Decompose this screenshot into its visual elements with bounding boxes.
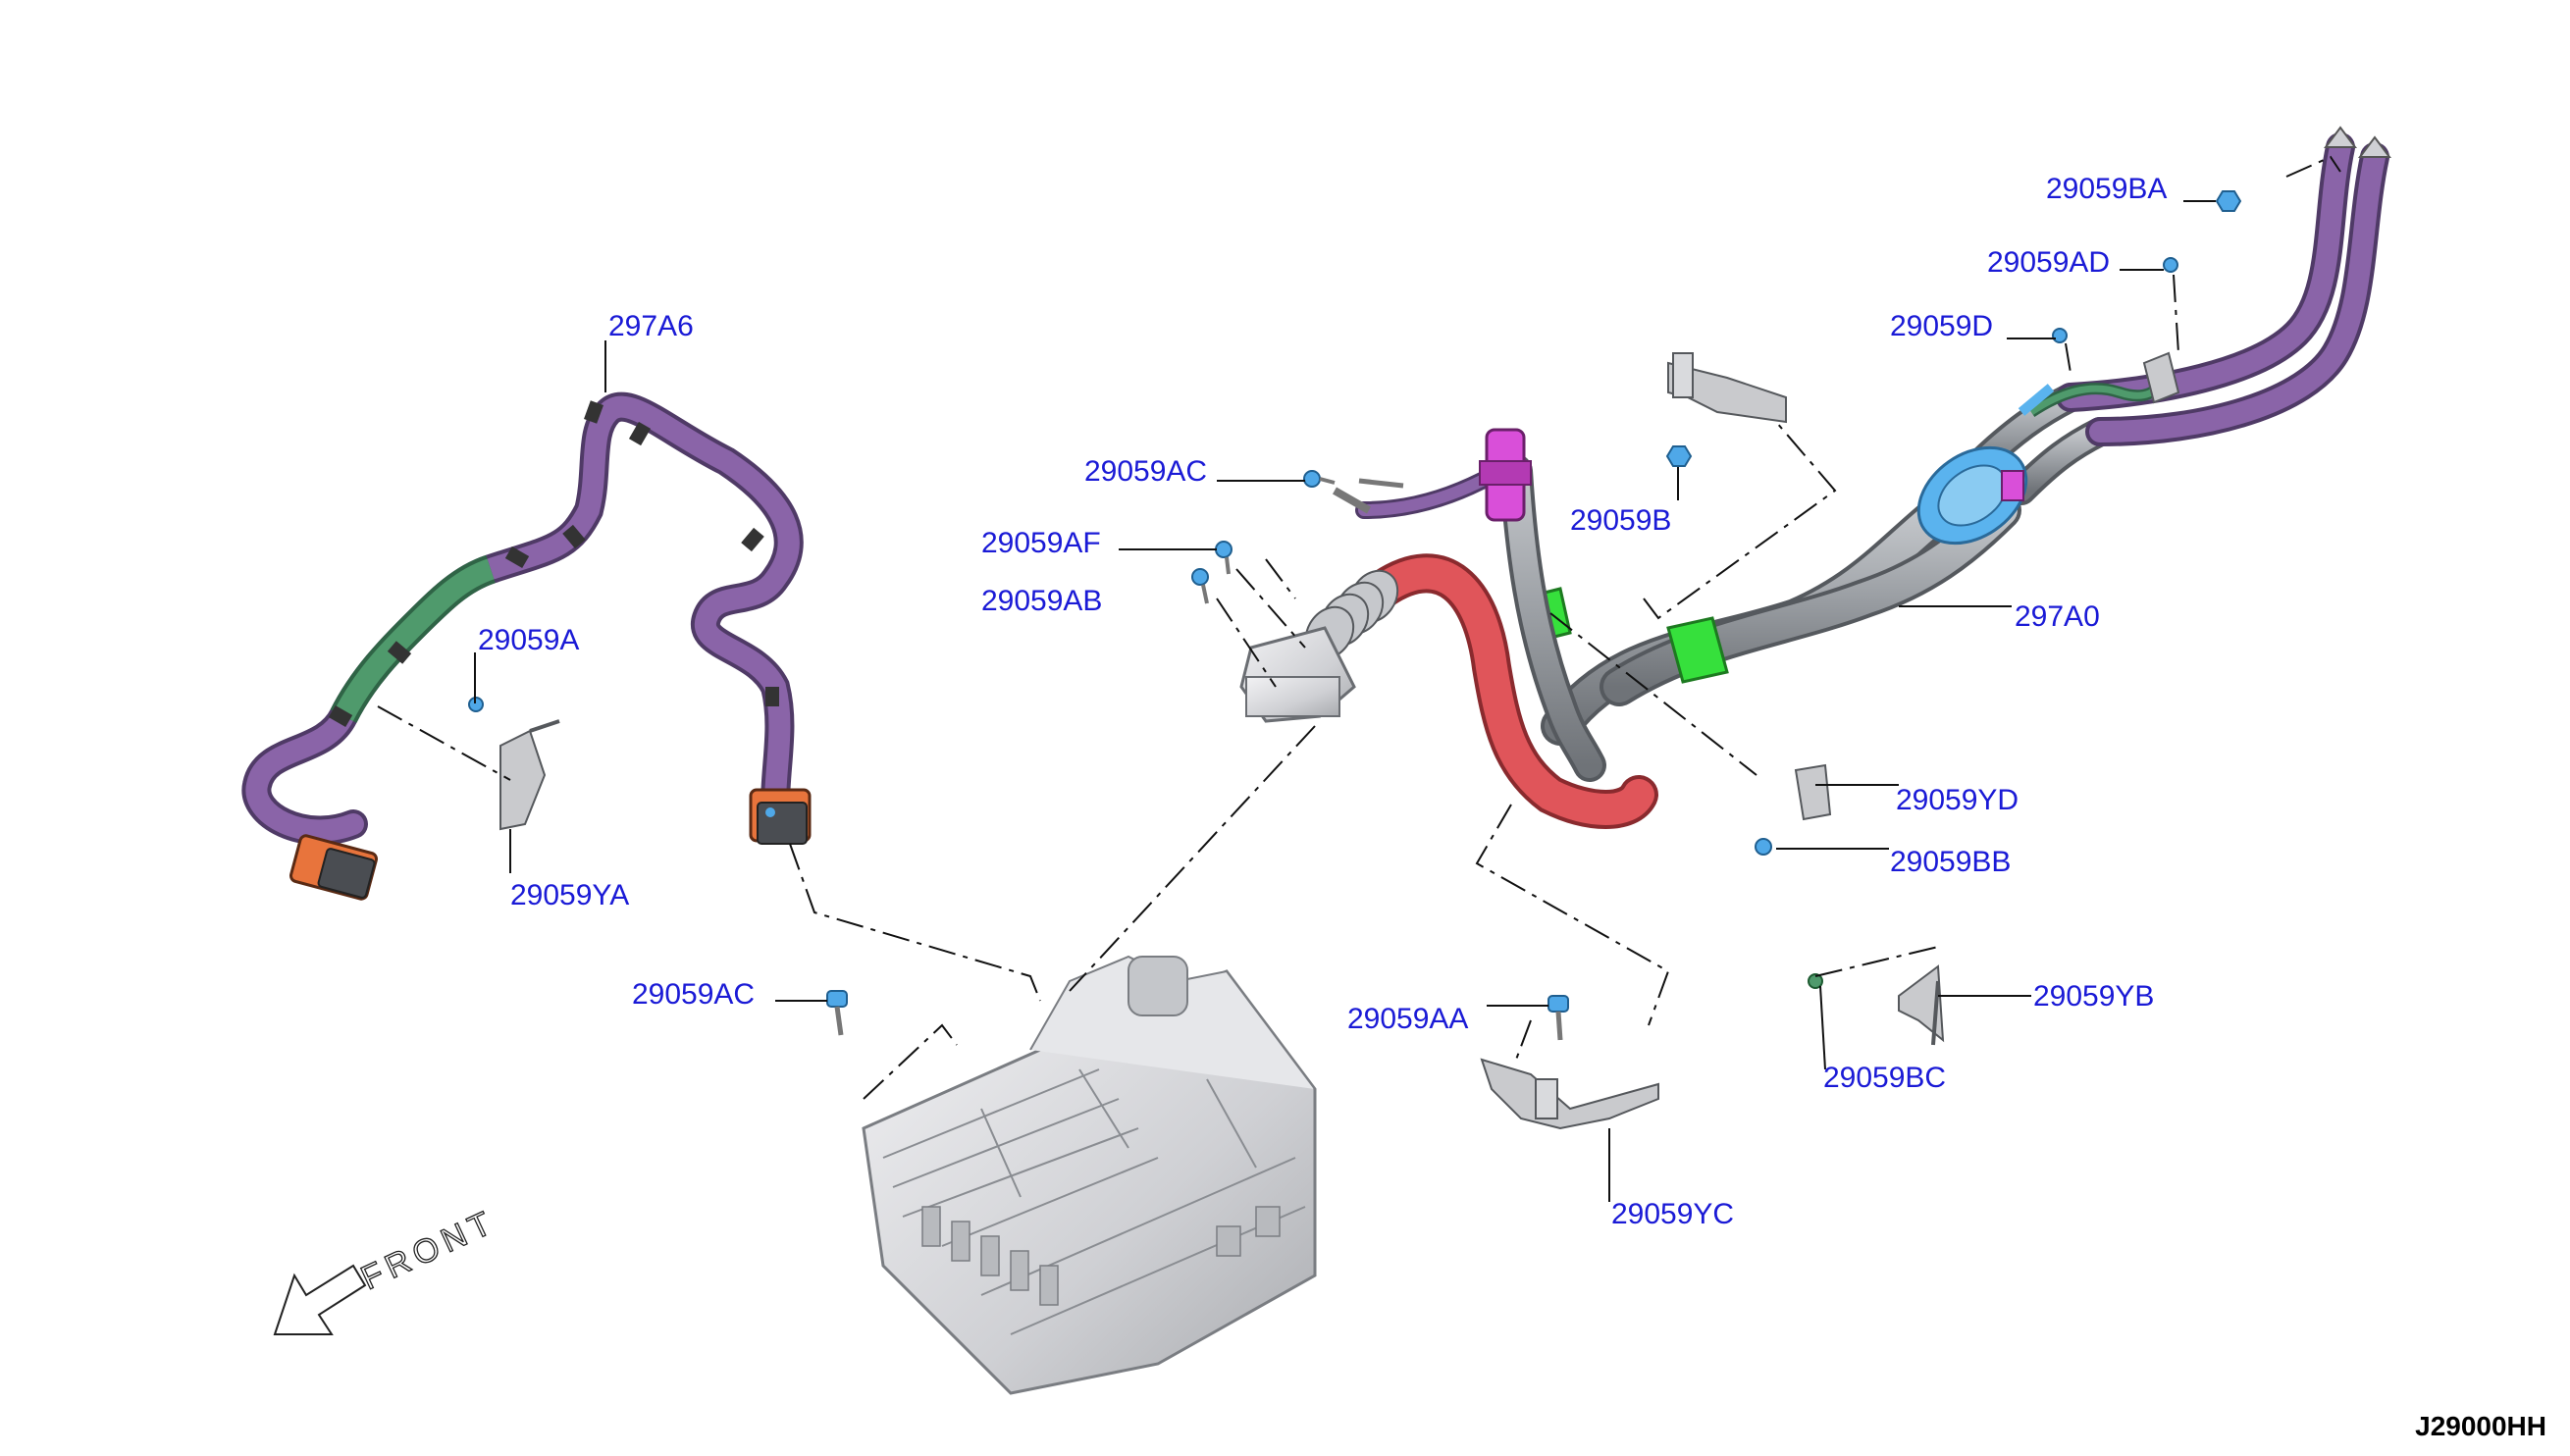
bolt-icon [2052, 328, 2068, 343]
callout-29059AC-upper: 29059AC [1084, 455, 1207, 488]
callout-29059D: 29059D [1890, 310, 1993, 342]
nut-icon [1665, 445, 1693, 467]
bolt-icon [1215, 541, 1233, 575]
harness-297A6 [241, 391, 812, 901]
callout-29059YA: 29059YA [510, 879, 629, 911]
harness-connector-left [288, 834, 379, 901]
bolt-icon [1303, 470, 1336, 488]
bracket-29059B [1667, 352, 1787, 424]
front-indicator: FRONT [273, 1202, 502, 1335]
bracket-29059YB [1898, 964, 1945, 1046]
callout-29059YB: 29059YB [2033, 980, 2154, 1013]
assembly-lines [377, 155, 2341, 1100]
nut-icon [2215, 190, 2242, 212]
diagram-reference-code: J29000HH [2415, 1411, 2546, 1441]
inverter-module [862, 955, 1317, 1395]
bolt-icon [1191, 568, 1209, 604]
pipe-297A0 [1499, 126, 2391, 782]
callout-29059AA: 29059AA [1347, 1003, 1468, 1035]
callout-29059AF: 29059AF [981, 527, 1101, 559]
callout-29059AB: 29059AB [981, 585, 1102, 617]
callout-297A0: 297A0 [2015, 600, 2100, 633]
bracket-29059AD [2142, 351, 2180, 404]
small-purple-cable [1333, 428, 1532, 522]
callout-29059BC: 29059BC [1823, 1062, 1946, 1094]
bolt-icon [826, 990, 848, 1036]
callout-29059BB: 29059BB [1890, 846, 2011, 878]
bracket-29059YD [1794, 763, 1832, 821]
leader-lines [474, 200, 2216, 1202]
front-arrow-icon [273, 1264, 367, 1335]
callout-297A6: 297A6 [608, 310, 694, 342]
bracket-29059YC [1480, 1058, 1659, 1130]
clip-icon [1808, 973, 1823, 989]
callout-29059YC: 29059YC [1611, 1198, 1734, 1230]
callout-29059B: 29059B [1570, 504, 1671, 537]
callout-labels: 297A6 29059A 29059YA 29059AC 29059AF 290… [478, 173, 2167, 1230]
callout-29059YD: 29059YD [1896, 784, 2019, 816]
red-cable [1239, 553, 1658, 829]
front-label: FRONT [355, 1203, 501, 1298]
bolt-icon [1755, 838, 1772, 856]
callout-29059A: 29059A [478, 624, 579, 656]
bolt-icon [1547, 995, 1569, 1041]
callout-29059BA: 29059BA [2046, 173, 2167, 205]
harness-connector-right [749, 788, 812, 845]
fasteners [468, 190, 2242, 1041]
callout-29059AC-lower: 29059AC [632, 978, 755, 1011]
bracket-29059YA [499, 719, 560, 831]
bolt-icon [2163, 257, 2178, 273]
callout-29059AD: 29059AD [1987, 246, 2110, 279]
